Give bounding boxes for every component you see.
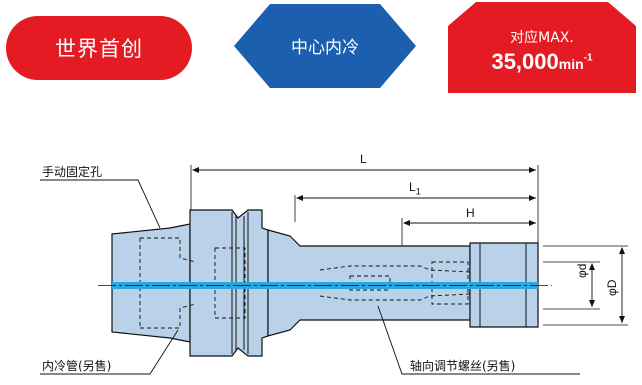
hexagon-shape — [234, 4, 416, 88]
speed-badge-shape — [448, 2, 636, 93]
dim-d-label: φd — [575, 263, 589, 278]
dim-L1-letter: L — [409, 180, 416, 194]
leader-coolant-pipe — [40, 329, 179, 375]
center-coolant-label: 中心内冷 — [291, 37, 359, 58]
coolant-pipe-label: 内冷管(另售) — [42, 359, 112, 373]
wrench-hole-label: 手动固定孔 — [42, 165, 103, 179]
dim-L-label: L — [360, 152, 367, 166]
max-speed-badge: 对应MAX. 35,000min-1 — [446, 0, 638, 95]
speed-exponent: -1 — [583, 52, 593, 64]
speed-unit: min — [558, 55, 584, 72]
dim-L1-sub: 1 — [415, 186, 421, 197]
center-coolant-badge: 中心内冷 — [232, 2, 418, 92]
dim-H-label: H — [466, 206, 475, 220]
world-first-badge: 世界首创 — [6, 16, 192, 80]
world-first-label: 世界首创 — [55, 37, 143, 61]
dim-D-label: φD — [605, 279, 619, 296]
dim-L1-label: L1 — [409, 180, 421, 196]
adjust-screw-label: 轴向调节螺丝(另售) — [410, 359, 516, 373]
speed-number: 35,000 — [491, 48, 559, 74]
leader-adjust-screw — [377, 305, 580, 375]
leader-wrench-hole — [40, 179, 161, 229]
max-speed-value: 35,000min-1 — [491, 49, 592, 75]
max-label: 对应MAX. — [510, 29, 574, 46]
